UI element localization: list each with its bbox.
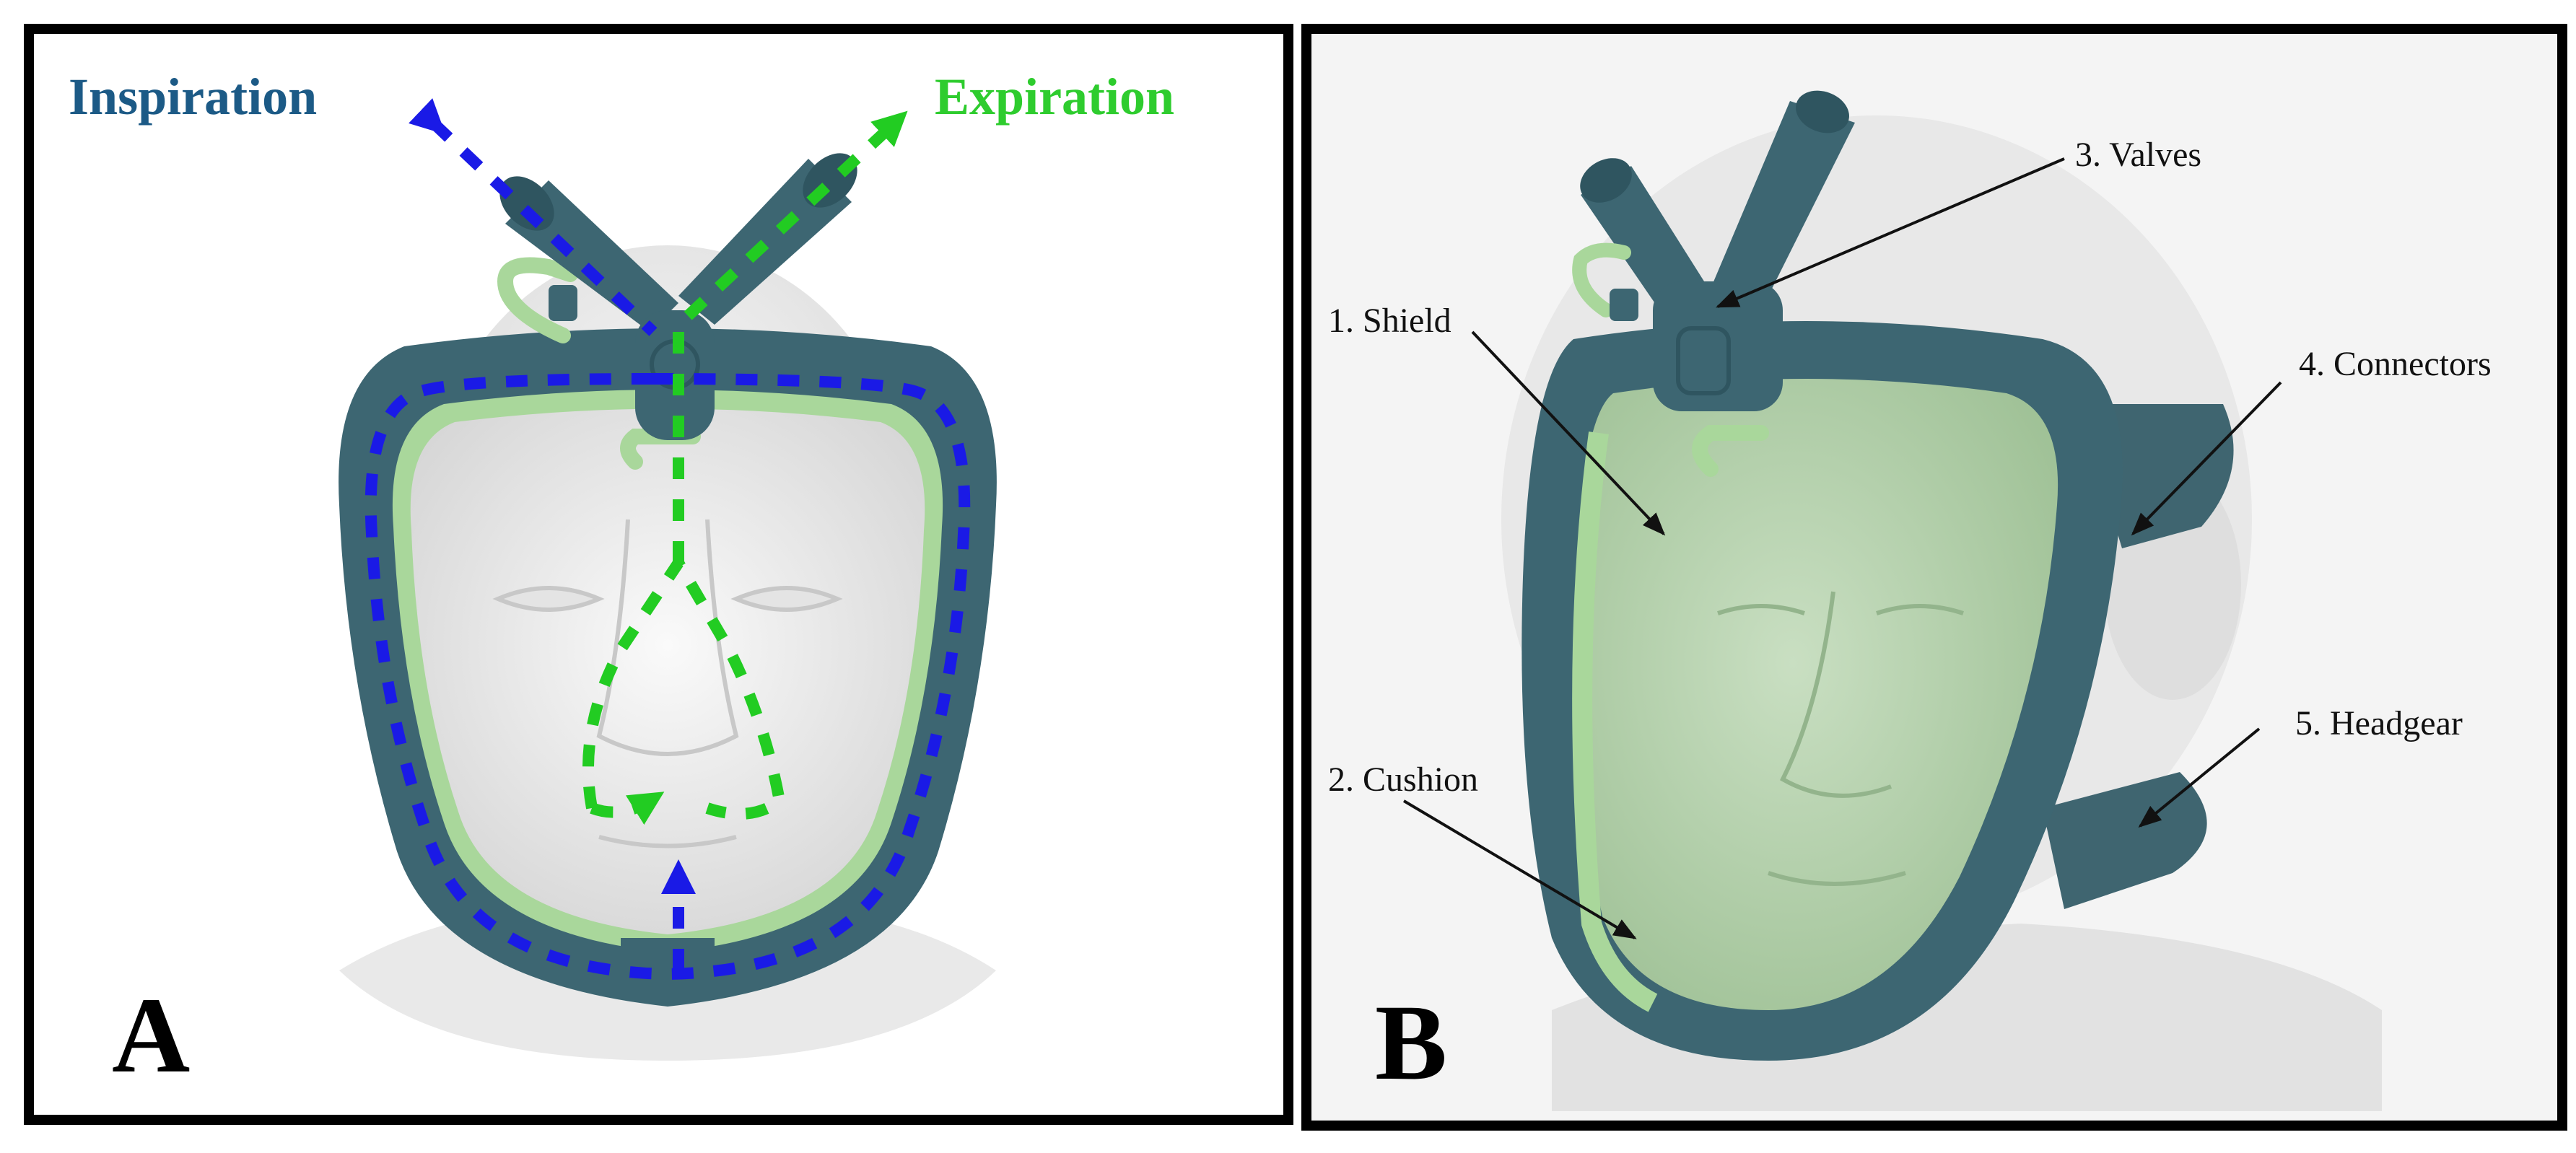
callout-connectors: 4. Connectors [2299, 345, 2492, 383]
panel-b-cushion [1572, 431, 1658, 1012]
panel-b-side-clip [1572, 242, 1638, 321]
panel-b-valves [1580, 90, 1855, 411]
callout-cushion: 2. Cushion [1328, 760, 1478, 799]
inspiration-flow-inlet [409, 98, 658, 336]
panel-a-face-window [410, 408, 925, 934]
panel-b-leader-lines [1402, 157, 2282, 939]
panel-a-front-clip [620, 429, 701, 470]
expiration-flow [582, 110, 908, 825]
inspiration-flow-loop [364, 373, 971, 981]
panel-b-front-clip [1692, 425, 1769, 477]
panel-a-side-clip [497, 257, 578, 343]
panel-b: 1. Shield 2. Cushion 3. Valves 4. Connec… [1301, 24, 2567, 1131]
inspiration-flow [364, 98, 971, 981]
panel-a-face-features [492, 519, 843, 849]
expiration-flow-nose-left [590, 792, 665, 825]
panel-b-face-features [1717, 591, 1964, 886]
expiration-flow-nose [582, 551, 786, 820]
panel-a: Inspiration Expiration A [24, 24, 1293, 1125]
leader-headgear [2138, 727, 2261, 828]
leader-cushion [1402, 799, 1637, 939]
callout-shield: 1. Shield [1328, 302, 1451, 340]
inspiration-label: Inspiration [69, 68, 317, 126]
leader-connectors [2131, 381, 2282, 536]
panel-a-letter: A [112, 976, 190, 1095]
expiration-flow-up [673, 110, 908, 563]
leader-valves [1716, 157, 2065, 308]
callout-valves: 3. Valves [2075, 136, 2201, 174]
panel-b-letter: B [1375, 983, 1447, 1102]
leader-shield [1471, 330, 1666, 536]
panel-b-shield [1576, 379, 2058, 1010]
panel-a-cushion-gap [621, 938, 715, 958]
expiration-label: Expiration [935, 68, 1174, 126]
callout-headgear: 5. Headgear [2295, 704, 2463, 742]
